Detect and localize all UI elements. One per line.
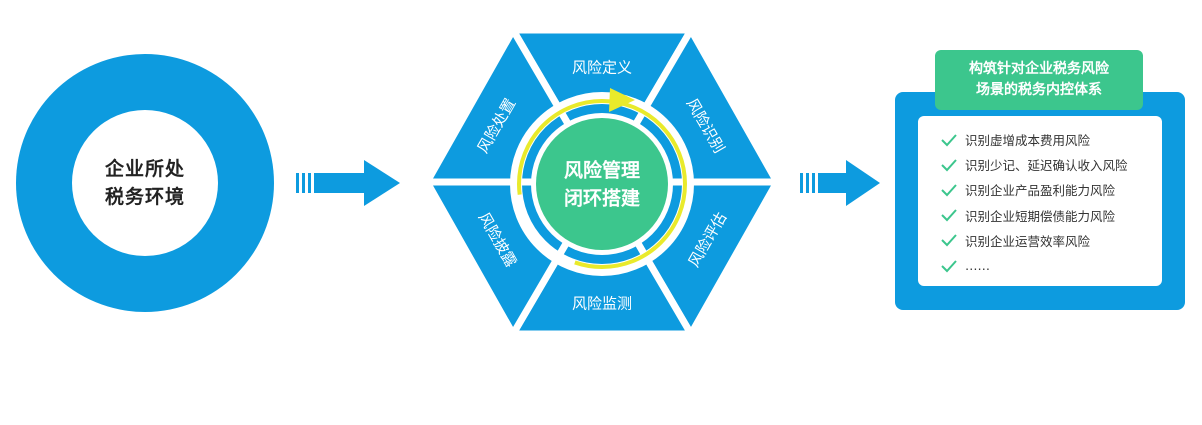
goal-item-list: 识别虚增成本费用风险 识别少记、延迟确认收入风险 识别企业产品盈利能力风险 识别… (940, 127, 1128, 278)
goal-list-card (918, 116, 1162, 286)
center-circle (536, 118, 668, 250)
environment-ring-center: 企业所处 税务环境 (72, 110, 218, 256)
flow-arrow-2 (800, 160, 880, 206)
risk-cycle-hexagon: 风险定义 风险识别 风险评估 风险监测 风险披露 风险处置 风险管理 闭环搭建 (427, 28, 777, 336)
center-label-line2: 闭环搭建 (564, 187, 640, 210)
environment-label-line2: 税务环境 (104, 186, 185, 208)
segment-label-top: 风险定义 (572, 59, 632, 77)
list-item: …… (940, 253, 1128, 278)
goal-item-text: 识别企业短期偿债能力风险 (965, 208, 1116, 224)
check-icon (941, 209, 957, 222)
check-icon (941, 259, 957, 272)
goal-title-line2: 场景的税务内控体系 (976, 82, 1102, 98)
goal-item-text: 识别企业运营效率风险 (965, 233, 1091, 249)
goal-item-text: 识别虚增成本费用风险 (965, 133, 1091, 149)
goal-item-text: …… (965, 258, 990, 274)
center-label-line1: 风险管理 (564, 159, 640, 182)
environment-label-line1: 企业所处 (104, 158, 185, 180)
goal-item-text: 识别企业产品盈利能力风险 (965, 183, 1116, 199)
check-icon (941, 234, 957, 247)
check-icon (941, 159, 957, 172)
check-icon (941, 133, 957, 147)
list-item: 识别企业短期偿债能力风险 (940, 203, 1128, 228)
check-icon (941, 184, 957, 197)
flow-arrow-1 (296, 160, 400, 206)
goal-title-box: 构筑针对企业税务风险 场景的税务内控体系 (935, 50, 1143, 110)
list-item: 识别虚增成本费用风险 (940, 127, 1128, 152)
cycle-ring (517, 99, 687, 269)
segment-label-bottom: 风险监测 (572, 295, 632, 313)
cycle-arrowhead-icon (609, 88, 635, 112)
goal-item-text: 识别少记、延迟确认收入风险 (965, 158, 1128, 174)
list-item: 识别企业运营效率风险 (940, 228, 1128, 253)
list-item: 识别企业产品盈利能力风险 (940, 177, 1128, 202)
list-item: 识别少记、延迟确认收入风险 (940, 152, 1128, 177)
goal-title-line1: 构筑针对企业税务风险 (969, 61, 1109, 77)
cycle-ring-backdrop (510, 92, 694, 276)
